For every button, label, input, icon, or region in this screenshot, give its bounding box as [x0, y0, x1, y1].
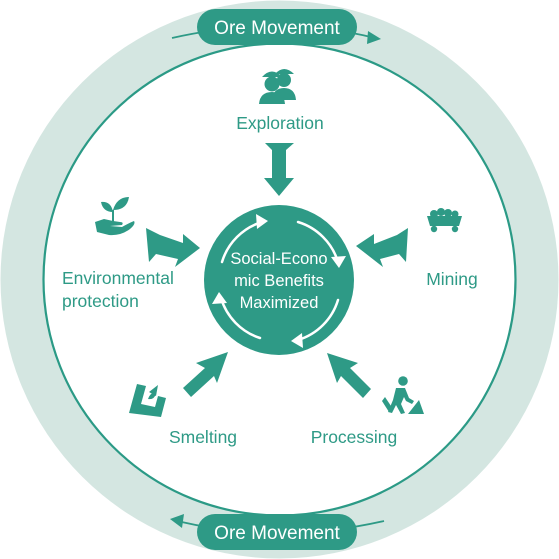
stage-smelting-label: Smelting	[169, 427, 237, 447]
mine-cart-icon	[427, 208, 462, 233]
center-text-line3: Maximized	[240, 294, 319, 312]
stage-environmental-label-line1: Environmental	[62, 268, 174, 288]
stage-mining-label: Mining	[426, 269, 478, 289]
center-circle	[204, 205, 354, 355]
arrow-smelting	[183, 352, 228, 397]
ore-movement-top-pill: Ore Movement	[197, 9, 357, 45]
stage-exploration-label: Exploration	[236, 113, 324, 133]
ore-movement-bottom-label: Ore Movement	[214, 523, 340, 544]
stage-processing-label: Processing	[311, 427, 398, 447]
center-text-line2: mic Benefits	[234, 272, 324, 290]
worker-shovel-icon	[382, 376, 424, 414]
workers-hardhat-icon	[259, 69, 296, 104]
arrow-exploration	[264, 143, 294, 196]
ore-movement-bottom-pill: Ore Movement	[197, 514, 357, 550]
center-text-line1: Social-Econo	[230, 250, 327, 268]
arrow-processing	[327, 353, 371, 398]
stage-environmental-label-line2: protection	[62, 291, 139, 311]
ore-movement-top-label: Ore Movement	[214, 18, 340, 39]
arrow-environmental	[146, 228, 200, 267]
center-cycle-arrowheads	[212, 214, 346, 348]
smelting-ladle-icon	[129, 384, 166, 417]
plant-in-hand-icon	[95, 197, 135, 236]
center-cycle-arrows	[219, 220, 340, 342]
arrow-mining	[356, 228, 408, 267]
